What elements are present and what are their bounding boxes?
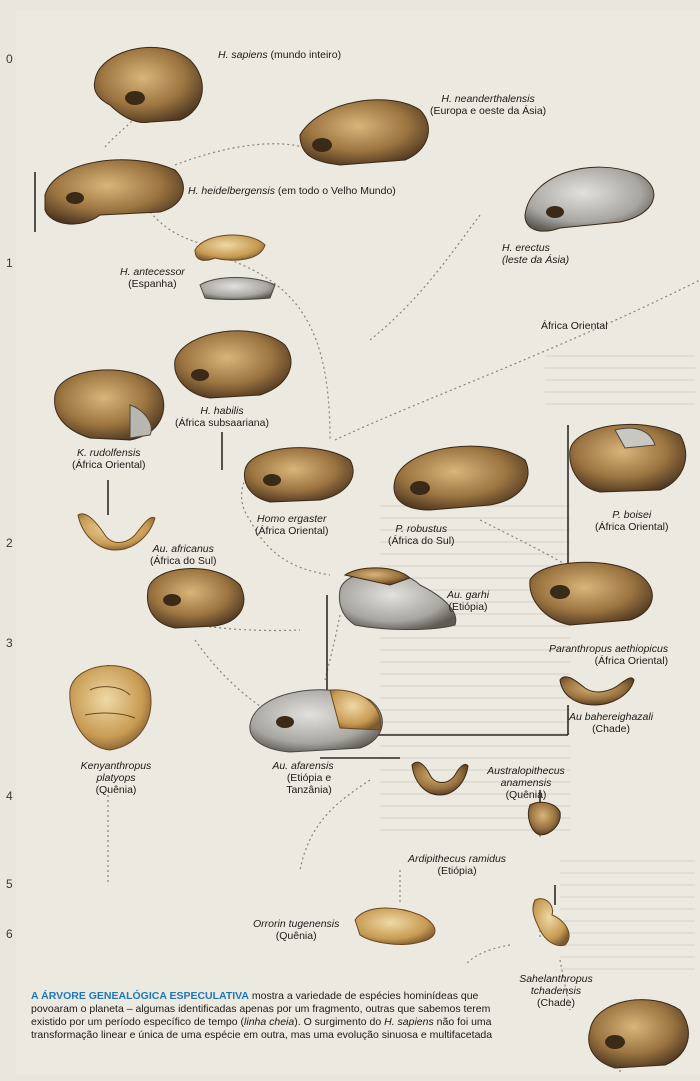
species-region: (África Oriental) xyxy=(255,525,329,537)
label-bahrelghazali: Au bahereighazali (Chade) xyxy=(569,711,653,735)
species-region: (Chade) xyxy=(569,723,653,735)
skull-rudolfensis xyxy=(55,370,164,440)
diagram-caption: A ÁRVORE GENEALÓGICA ESPECULATIVA mostra… xyxy=(31,990,501,1042)
axis-tick-0: 0 xyxy=(6,52,13,66)
species-name: H. neanderthalensis xyxy=(430,93,546,105)
skull-boisei xyxy=(570,424,686,492)
species-region: (Europa e oeste da Ásia) xyxy=(430,105,546,117)
label-rudolfensis: K. rudolfensis (África Oriental) xyxy=(72,447,146,471)
species-name: Au. africanus xyxy=(150,543,217,555)
species-name: Australopithecus anamensis xyxy=(476,765,576,789)
species-name: H. sapiens xyxy=(218,49,268,61)
label-anamensis: Australopithecus anamensis (Quênia) xyxy=(476,765,576,801)
axis-tick-5: 5 xyxy=(6,877,13,891)
skull-afarensis xyxy=(250,690,383,752)
label-africanus: Au. africanus (África do Sul) xyxy=(150,543,217,567)
species-region: (África subsaariana) xyxy=(175,417,269,429)
species-region: (Quênia) xyxy=(253,930,339,942)
skull-platyops xyxy=(70,666,151,750)
caption-italic: linha cheia xyxy=(244,1016,294,1028)
axis-tick-4: 4 xyxy=(6,789,13,803)
species-name: Kenyanthropus platyops xyxy=(76,760,156,784)
label-sapiens: H. sapiens (mundo inteiro) xyxy=(218,49,341,61)
species-name: H. erectus xyxy=(502,242,569,254)
species-region: (África do Sul) xyxy=(150,555,217,567)
skull-antecessor xyxy=(195,235,275,300)
fossil-anamensis-bone xyxy=(528,802,560,835)
species-name: K. rudolfensis xyxy=(72,447,146,459)
species-name: P. boisei xyxy=(595,509,669,521)
axis-tick-1: 1 xyxy=(6,256,13,270)
fossil-tugenensis xyxy=(355,908,435,944)
species-region: (Etiópia e Tanzânia) xyxy=(270,772,348,796)
species-name: Ardipithecus ramidus xyxy=(408,853,506,865)
species-region: (África do Sul) xyxy=(388,535,455,547)
species-region: (África Oriental) xyxy=(595,521,669,533)
skull-sapiens xyxy=(94,47,202,122)
caption-text: ). O surgimento do xyxy=(294,1016,384,1028)
species-region: (leste da Ásia) xyxy=(502,254,569,266)
skull-robustus xyxy=(394,446,528,510)
caption-highlight: A ÁRVORE GENEALÓGICA ESPECULATIVA xyxy=(31,990,249,1002)
label-aethiopicus: Paranthropus aethiopicus (África Orienta… xyxy=(549,643,668,667)
species-region: (Etiópia) xyxy=(408,865,506,877)
skull-aethiopicus xyxy=(530,562,653,625)
label-robustus: P. robustus (África do Sul) xyxy=(388,523,455,547)
skull-heidelbergensis xyxy=(45,160,183,224)
label-afarensis: Au. afarensis (Etiópia e Tanzânia) xyxy=(258,760,348,796)
species-name: H. heidelbergensis xyxy=(188,185,275,197)
axis-tick-6: 6 xyxy=(6,927,13,941)
fossil-ramidus xyxy=(533,899,569,946)
label-platyops: Kenyanthropus platyops (Quênia) xyxy=(76,760,156,796)
label-tchadensis: Sahelanthropus tchadensis (Chade) xyxy=(506,973,606,1009)
label-ergaster: Homo ergaster (África Oriental) xyxy=(255,513,329,537)
fossil-bahrelghazali-jaw xyxy=(560,677,634,705)
species-region: (em todo o Velho Mundo) xyxy=(278,185,396,197)
species-name: Paranthropus aethiopicus xyxy=(549,643,668,655)
species-name: Orrorin tugenensis xyxy=(253,918,339,930)
label-garhi: Au. garhi (Etiópia) xyxy=(447,589,489,613)
species-region: (Chade) xyxy=(506,997,606,1009)
species-region: (Espanha) xyxy=(120,278,185,290)
species-region: (mundo inteiro) xyxy=(271,49,342,61)
label-tugenensis: Orrorin tugenensis (Quênia) xyxy=(253,918,339,942)
label-habilis: H. habilis (África subsaariana) xyxy=(175,405,269,429)
axis-tick-2: 2 xyxy=(6,536,13,550)
skull-africanus xyxy=(147,569,243,628)
species-name: Homo ergaster xyxy=(255,513,329,525)
skull-garhi xyxy=(339,568,455,630)
label-ramidus: Ardipithecus ramidus (Etiópia) xyxy=(408,853,506,877)
species-name: P. robustus xyxy=(388,523,455,535)
label-neanderthalensis: H. neanderthalensis (Europa e oeste da Á… xyxy=(430,93,546,117)
species-region: (Etiópia) xyxy=(447,601,489,613)
skull-tchadensis xyxy=(589,1000,689,1068)
species-region: (Quênia) xyxy=(476,789,576,801)
caption-italic: H. sapiens xyxy=(384,1016,434,1028)
label-antecessor: H. antecessor (Espanha) xyxy=(120,266,185,290)
species-region: (África Oriental) xyxy=(72,459,146,471)
skull-neanderthalensis xyxy=(300,100,428,165)
label-africa-oriental: África Oriental xyxy=(541,320,608,332)
skull-ergaster xyxy=(244,448,353,502)
skull-erectus xyxy=(525,167,654,231)
label-boisei: P. boisei (África Oriental) xyxy=(595,509,669,533)
species-region: (Quênia) xyxy=(76,784,156,796)
species-name: H. habilis xyxy=(175,405,269,417)
species-name: Au. afarensis xyxy=(258,760,348,772)
species-name: Au. garhi xyxy=(447,589,489,601)
fossil-anamensis-jaw xyxy=(412,762,468,795)
skull-habilis xyxy=(175,331,291,398)
fossil-rudolfensis-jaw xyxy=(78,514,155,550)
label-erectus: H. erectus (leste da Ásia) xyxy=(502,242,569,266)
species-region: (África Oriental) xyxy=(549,655,668,667)
label-heidelbergensis: H. heidelbergensis (em todo o Velho Mund… xyxy=(188,185,396,197)
species-name: H. antecessor xyxy=(120,266,185,278)
species-name: Sahelanthropus tchadensis xyxy=(506,973,606,997)
species-name: Au bahereighazali xyxy=(569,711,653,723)
axis-tick-3: 3 xyxy=(6,636,13,650)
